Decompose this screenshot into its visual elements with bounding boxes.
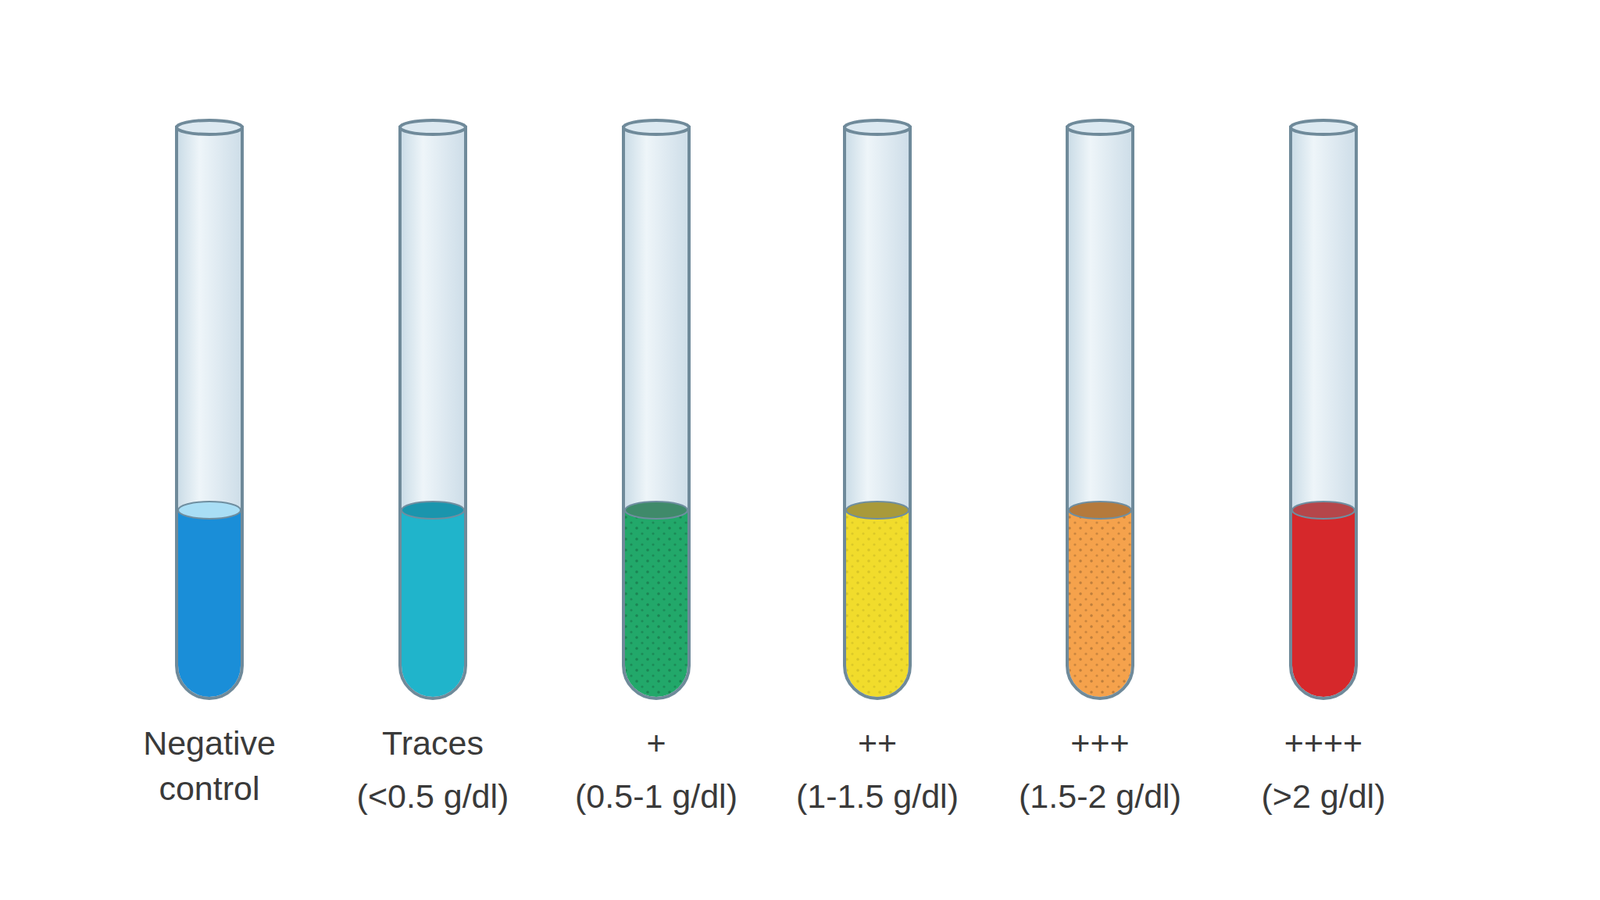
concentration-range: (>2 g/dl): [1261, 773, 1386, 819]
test-tube: [623, 120, 690, 699]
concentration-range: (<0.5 g/dl): [357, 773, 510, 819]
concentration-range: (1-1.5 g/dl): [796, 773, 959, 819]
test-tube: [176, 120, 243, 699]
test-tube: [1290, 120, 1357, 699]
test-tube: [400, 120, 466, 699]
grade-symbol: ++: [857, 720, 897, 766]
grade-symbol: +: [646, 720, 666, 766]
tube-caption: Negative control: [111, 720, 308, 811]
concentration-range: (1.5-2 g/dl): [1018, 773, 1182, 819]
test-tube: [1067, 120, 1133, 699]
tube-caption: Traces: [382, 720, 484, 766]
grade-symbol: ++++: [1284, 720, 1363, 766]
grade-symbol: +++: [1070, 720, 1129, 766]
test-tube: [844, 120, 911, 699]
concentration-range: (0.5-1 g/dl): [575, 773, 738, 819]
